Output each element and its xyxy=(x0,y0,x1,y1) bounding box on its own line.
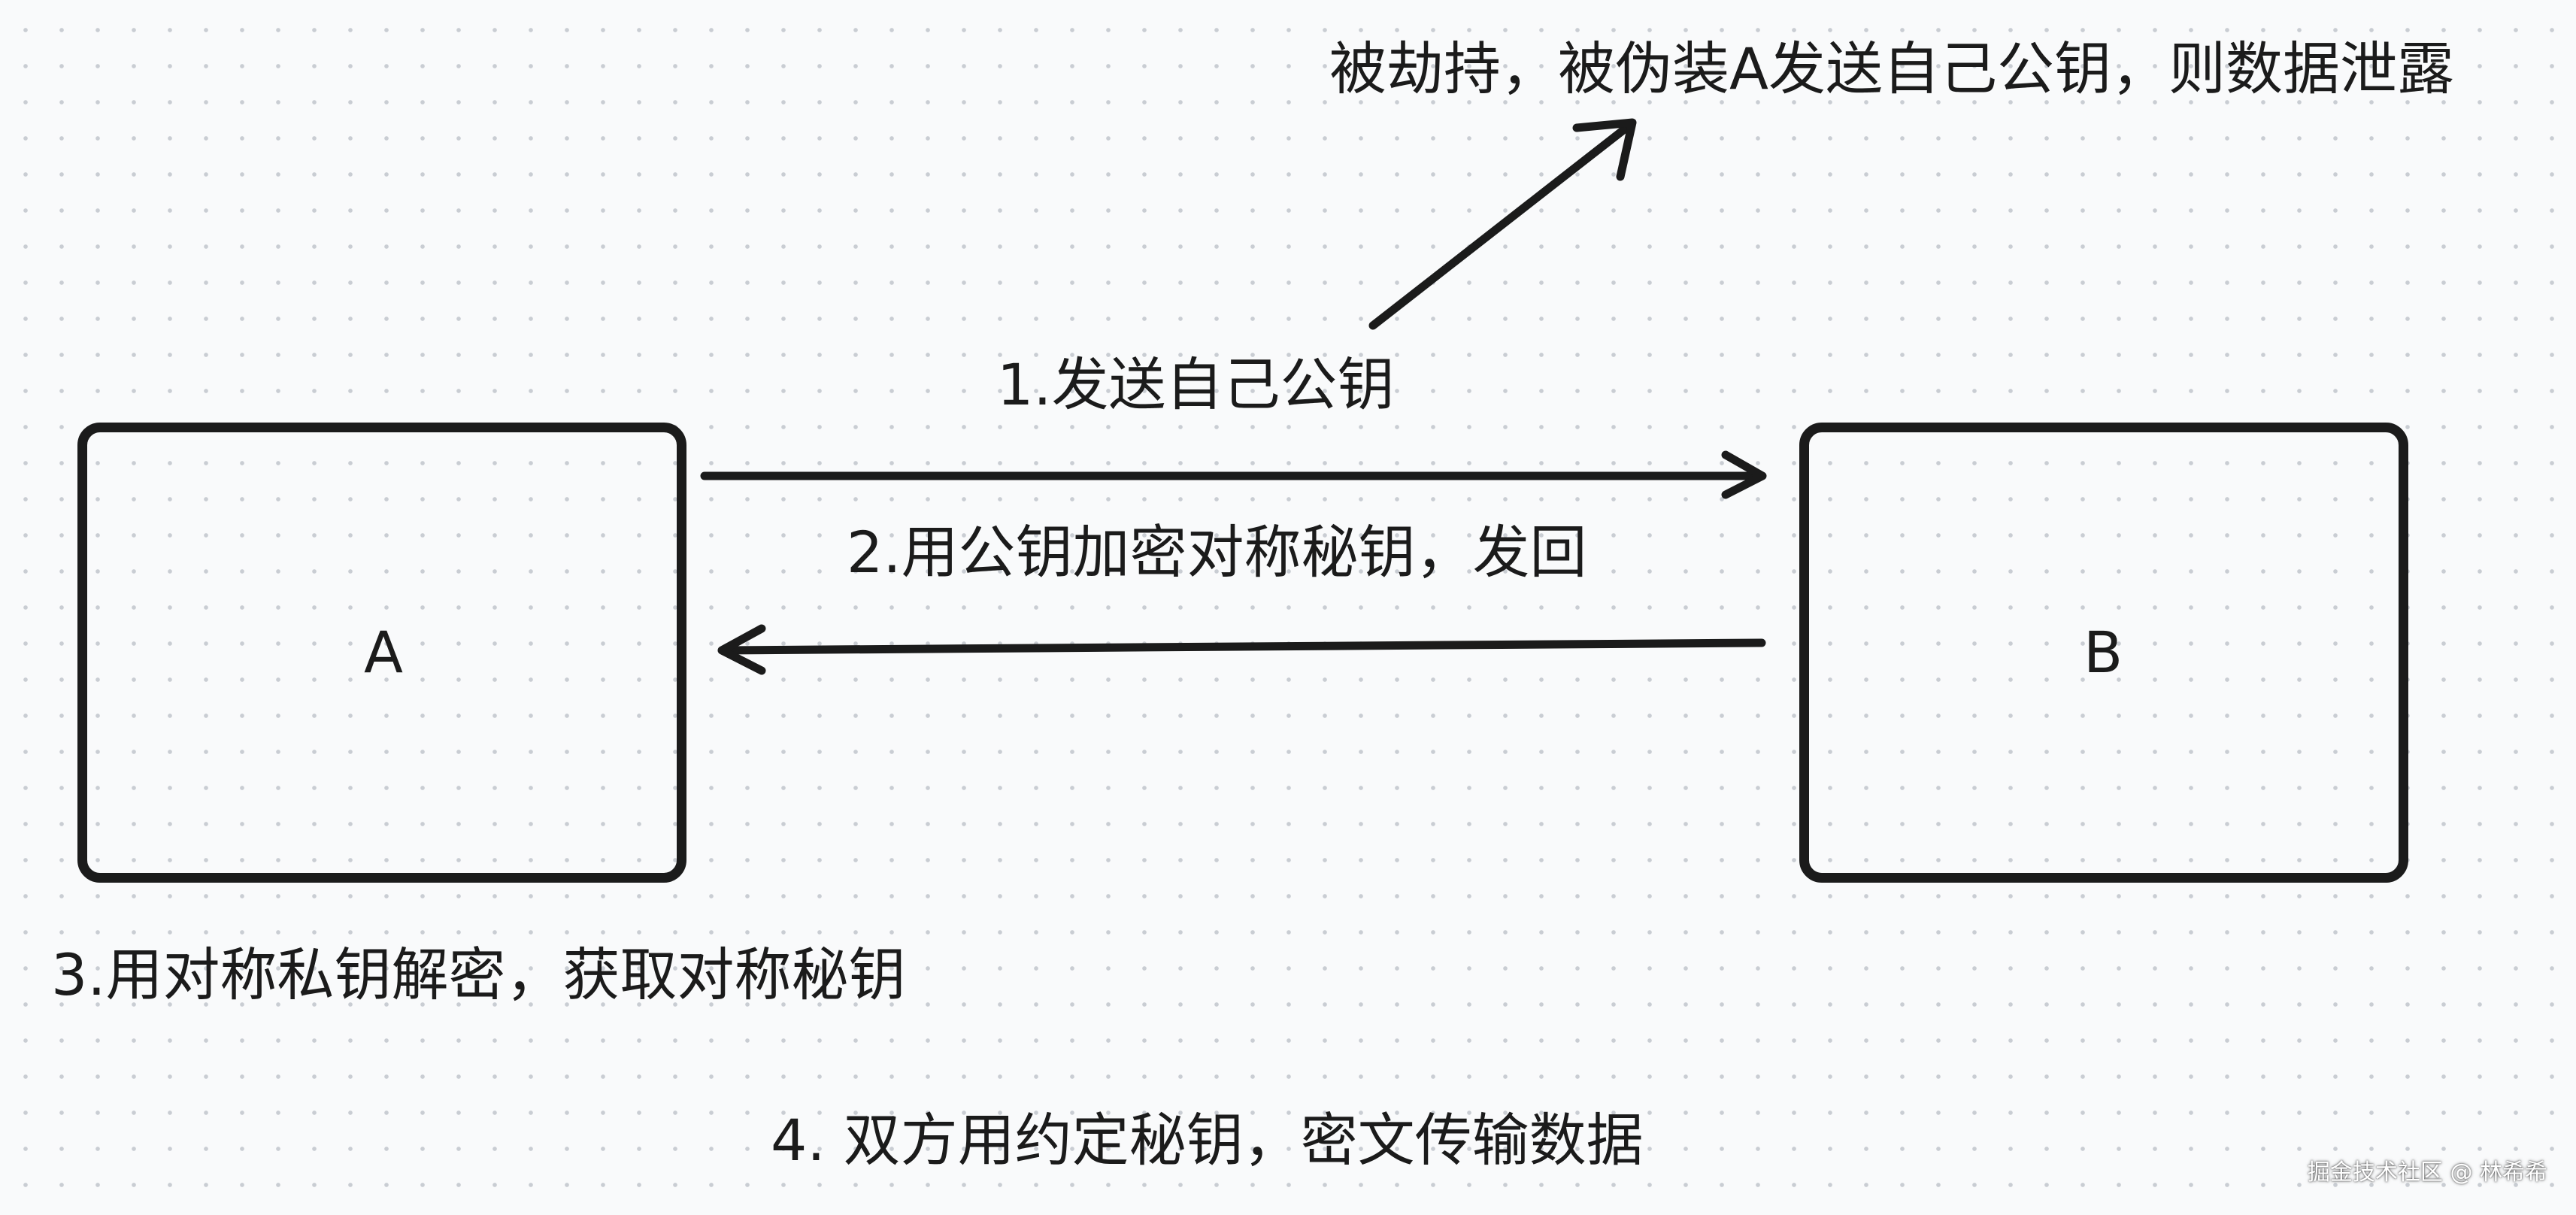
arrow-hijack-shaft xyxy=(1368,120,1635,330)
arrow-step1-head xyxy=(1721,450,1767,499)
node-b-box xyxy=(1799,423,2408,883)
arrow-step1 xyxy=(700,450,1767,499)
step1-label: 1.发送自己公钥 xyxy=(997,351,1395,418)
node-a-box xyxy=(77,423,686,883)
node-a-label: A xyxy=(364,619,403,686)
arrow-hijack xyxy=(1368,118,1637,330)
arrow-step2-head xyxy=(717,624,766,675)
step4-note: 4. 双方用约定秘钥，密文传输数据 xyxy=(771,1107,1644,1174)
hijack-warning-label: 被劫持，被伪装A发送自己公钥，则数据泄露 xyxy=(1329,35,2454,102)
node-b-label: B xyxy=(2084,619,2123,686)
step2-label: 2.用公钥加密对称秘钥，发回 xyxy=(847,519,1587,586)
arrow-hijack-head xyxy=(1572,118,1637,181)
step3-note: 3.用对称私钥解密，获取对称秘钥 xyxy=(51,941,906,1008)
arrow-step2 xyxy=(717,624,1766,675)
watermark: 掘金技术社区 @ 林希希 xyxy=(2307,1159,2547,1186)
arrow-step2-shaft xyxy=(719,638,1766,655)
